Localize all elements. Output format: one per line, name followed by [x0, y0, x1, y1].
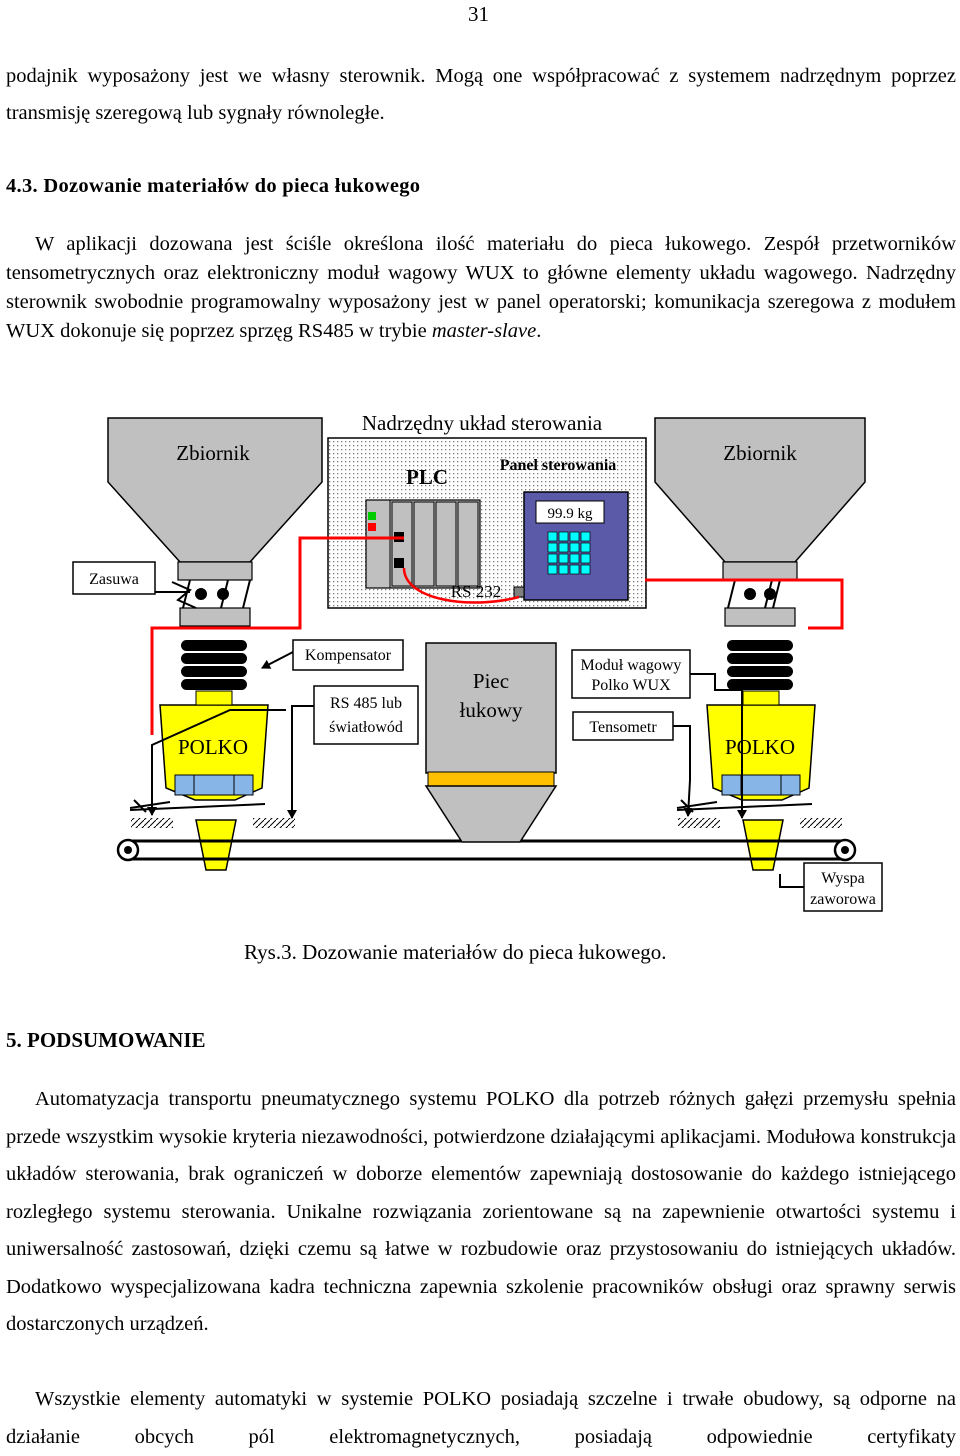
section-431-heading: 4.3. Dozowanie materiałów do pieca łukow…	[6, 175, 421, 197]
keypad-key	[569, 553, 580, 564]
signal-wire-right	[645, 578, 844, 630]
dosing-diagram: Zbiornik Zbiornik Zasuwa Nadrzędny układ…	[72, 411, 883, 912]
keypad-key	[558, 531, 569, 542]
keypad-key	[558, 564, 569, 575]
polko-right-label: POLKO	[725, 735, 795, 759]
bellows-ring	[181, 666, 247, 677]
module-label-1: Moduł wagowy	[581, 657, 682, 674]
weight-display: 99.9 kg	[548, 506, 594, 522]
plc-label: PLC	[406, 465, 448, 489]
keypad-key	[558, 553, 569, 564]
compensator-left	[181, 640, 247, 690]
summary-paragraph-1: Automatyzacja transportu pneumatycznego …	[6, 1088, 956, 1335]
polko-dispenser-right	[706, 690, 816, 871]
keypad-key	[580, 542, 591, 553]
tank-left	[107, 417, 323, 627]
keypad-key	[569, 542, 580, 553]
bellows-ring	[181, 640, 247, 651]
section-431-text: W aplikacji dozowana jest ściśle określo…	[6, 233, 956, 342]
tensometr-box	[572, 711, 674, 741]
tank-right	[654, 417, 866, 627]
rs485-box	[313, 685, 419, 745]
ground-hatches	[131, 818, 842, 828]
keypad-key	[580, 553, 591, 564]
keypad-key	[558, 542, 569, 553]
furnace-label-1: Piec	[473, 669, 509, 693]
furnace-label-2: łukowy	[460, 698, 524, 722]
keypad-key	[580, 531, 591, 542]
page-number: 31	[468, 2, 489, 26]
summary-paragraph-2: Wszystkie elementy automatyki w systemie…	[6, 1388, 956, 1448]
bellows-ring	[727, 666, 793, 677]
keypad-key	[569, 564, 580, 575]
zasuwa-label: Zasuwa	[89, 571, 139, 588]
keypad-key	[547, 553, 558, 564]
keypad-key	[569, 531, 580, 542]
valve-island-label-2: zaworowa	[810, 891, 876, 908]
bellows-ring	[727, 640, 793, 651]
kompensator-box	[292, 639, 404, 671]
gate-valve-left	[171, 579, 251, 609]
keypad	[547, 531, 591, 575]
panel-label: Panel sterowania	[500, 457, 617, 474]
kompensator-label: Kompensator	[305, 647, 392, 664]
plc-rack	[365, 499, 481, 589]
valve-island-label-1: Wyspa	[821, 870, 864, 887]
tensometer-right	[676, 799, 813, 813]
bellows-ring	[181, 653, 247, 664]
section-431-paragraph: W aplikacji dozowana jest ściśle określo…	[6, 230, 956, 346]
polko-left-label: POLKO	[178, 735, 248, 759]
rs485-label-2: światłowód	[329, 719, 403, 736]
keypad-key	[580, 564, 591, 575]
rs232-cable	[402, 567, 520, 604]
tensometr-label: Tensometr	[589, 719, 657, 736]
keypad-key	[547, 531, 558, 542]
section-431-italic-term: master-slave	[431, 320, 537, 342]
rs485-label-1: RS 485 lub	[330, 695, 402, 712]
tensometer-left	[129, 799, 266, 813]
section-5-heading: 5. PODSUMOWANIE	[6, 1028, 206, 1052]
zasuwa-box	[72, 561, 156, 595]
rs232-connector	[513, 586, 525, 598]
keypad-key	[547, 542, 558, 553]
bellows-ring	[727, 679, 793, 690]
tank-right-label: Zbiornik	[723, 441, 797, 465]
gate-valve-right	[727, 579, 781, 609]
valve-island-box	[803, 862, 883, 912]
pointer-lines	[147, 591, 804, 888]
compensator-right	[727, 640, 793, 690]
intro-paragraph: podajnik wyposażony jest we własny stero…	[6, 65, 956, 124]
module-label-2: Polko WUX	[591, 677, 671, 694]
section-431-text-end: .	[536, 320, 542, 342]
signal-wire-left	[150, 536, 404, 735]
figure-caption: Rys.3. Dozowanie materiałów do pieca łuk…	[244, 940, 667, 964]
arc-furnace	[424, 642, 558, 843]
bellows-ring	[181, 679, 247, 690]
tank-left-label: Zbiornik	[176, 441, 250, 465]
bellows-ring	[727, 653, 793, 664]
keypad-key	[547, 564, 558, 575]
diagram-title: Nadrzędny układ sterowania	[362, 411, 603, 435]
rs232-label: RS 232	[451, 582, 502, 601]
